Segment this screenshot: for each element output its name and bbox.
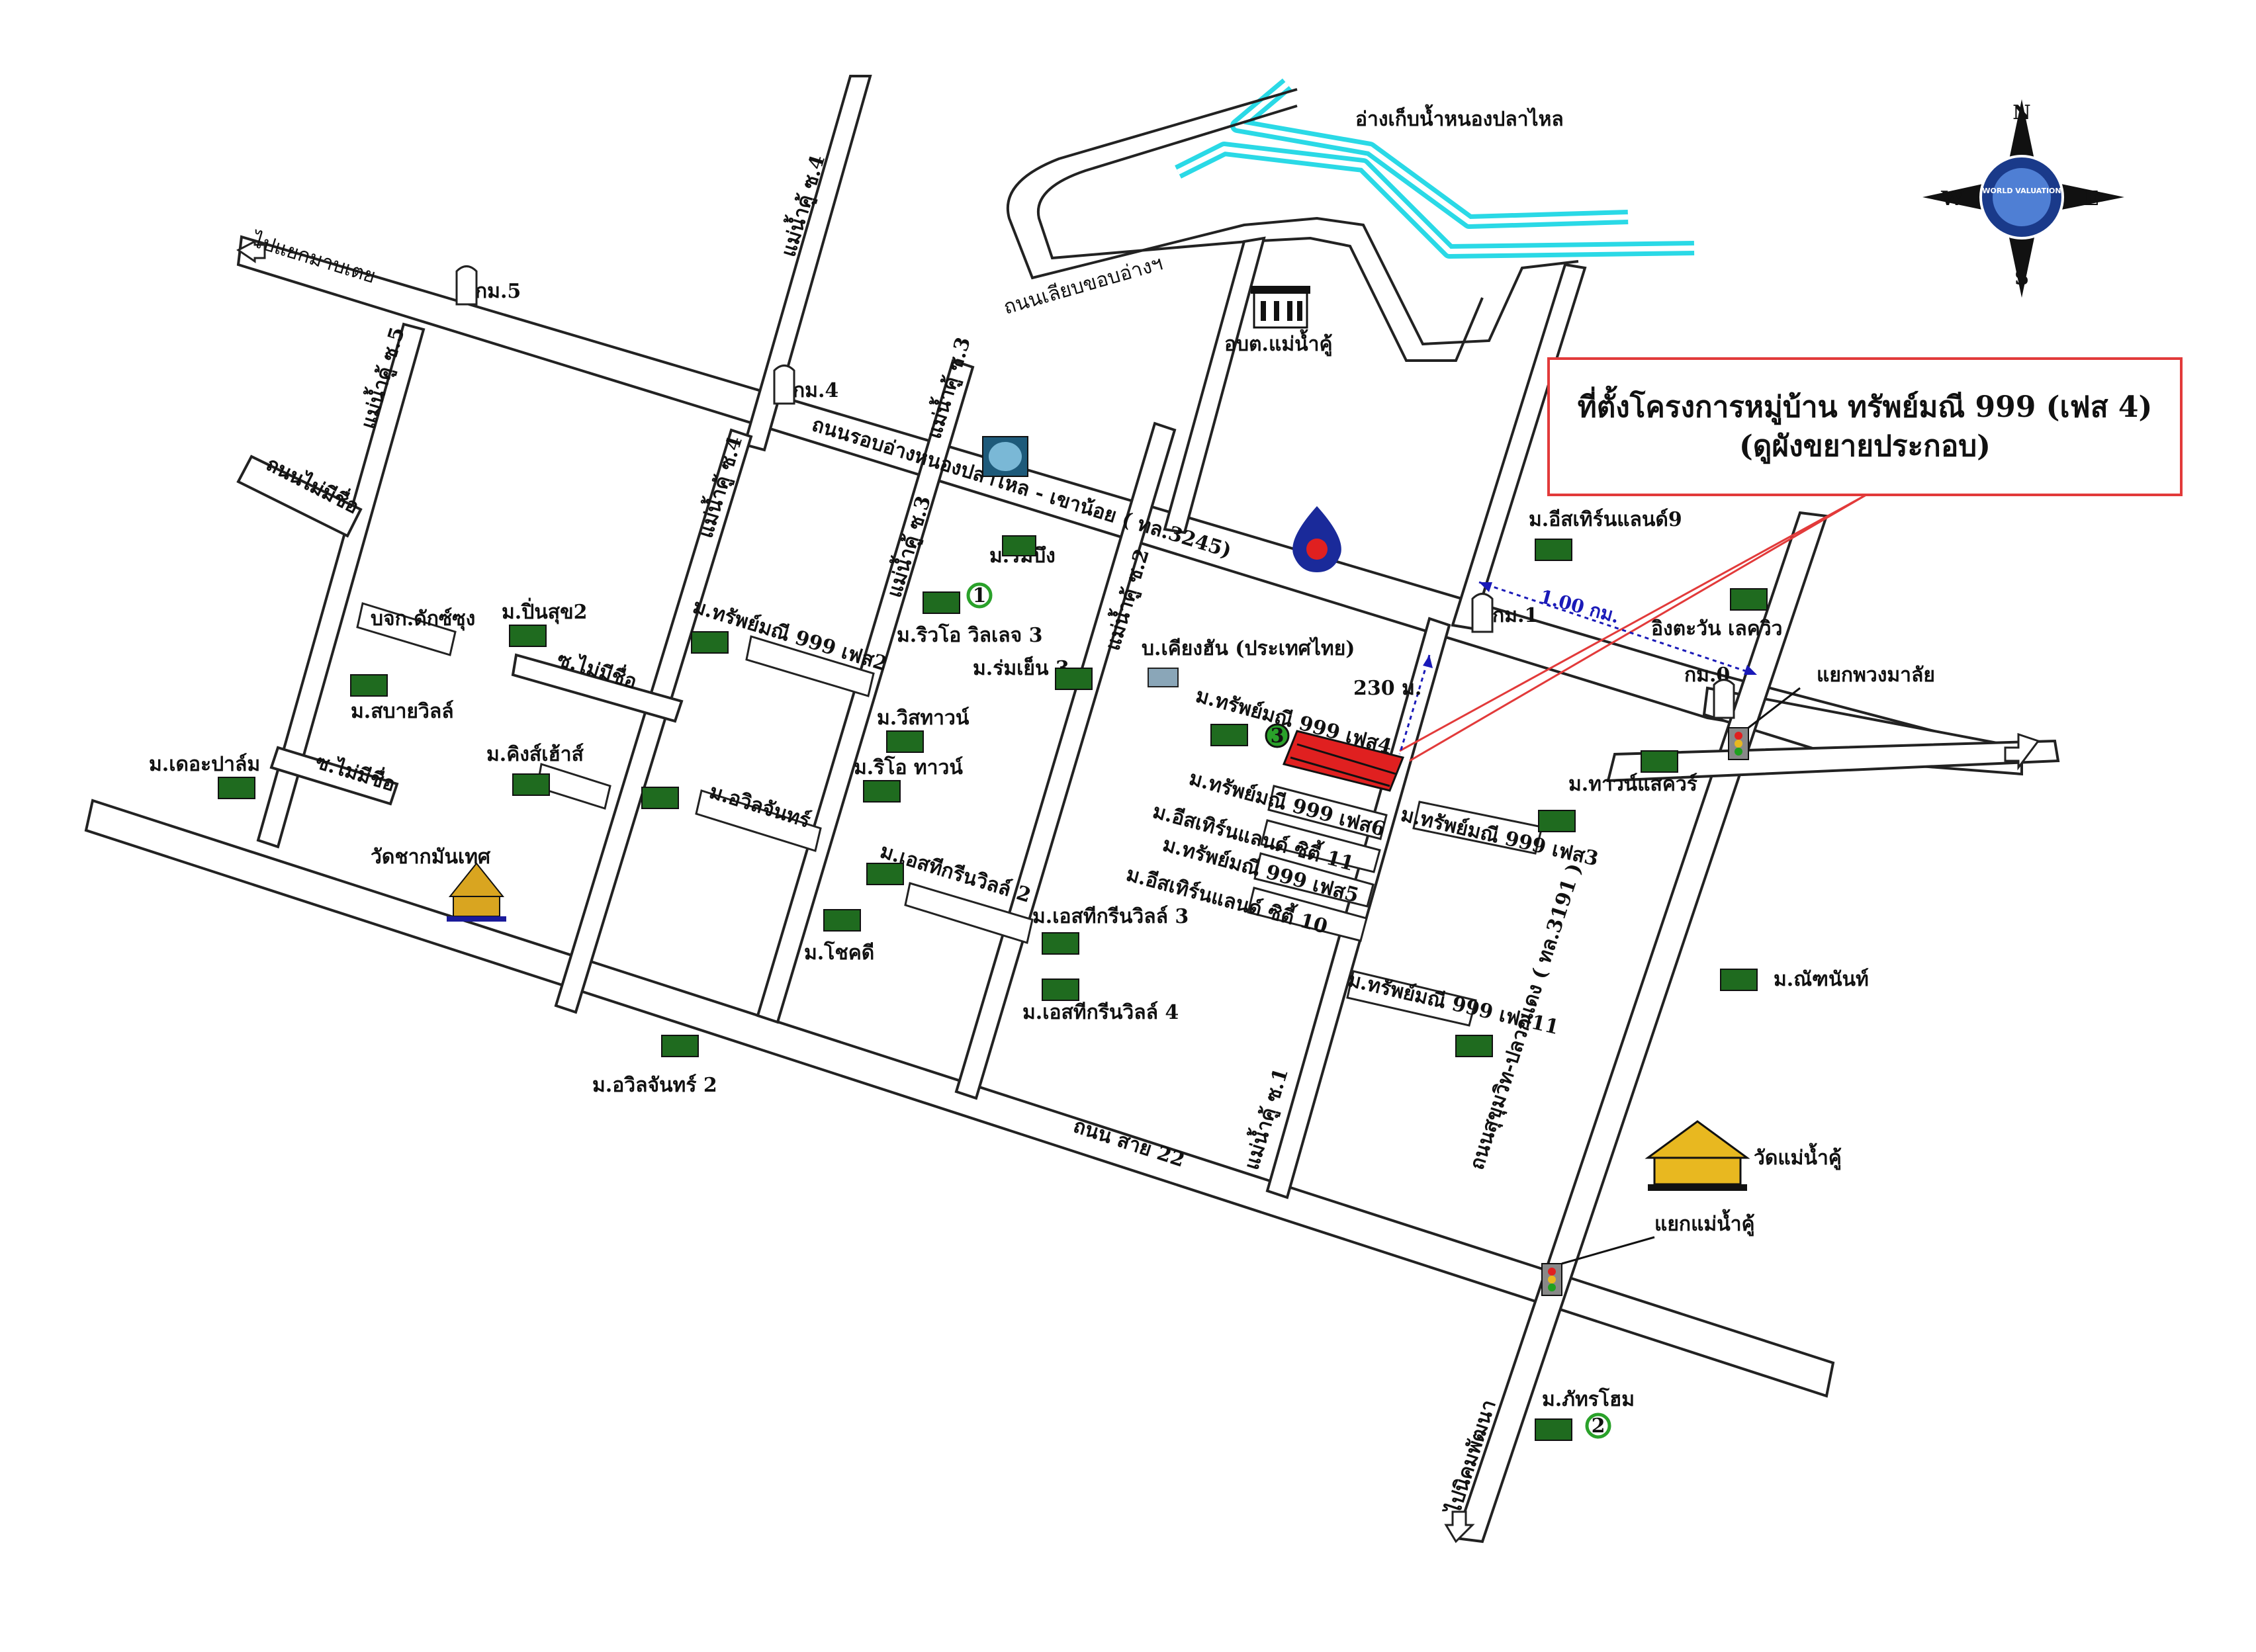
temple1-label: วัดชากมันเทศ	[371, 846, 491, 869]
soi-road	[1265, 617, 1451, 1199]
compass-w: W	[1940, 187, 1964, 210]
obt-label: อบต.แม่น้ำคู้	[1224, 329, 1333, 357]
temple-icon	[1645, 1120, 1750, 1191]
marker-1: 1	[966, 582, 993, 609]
village-sabai: ม.สบายวิลล์	[351, 700, 454, 723]
village-rom-yen: ม.ร่มเย็น 3	[973, 656, 1069, 680]
temple-icon	[447, 862, 506, 922]
village-pin-suk: ม.ปิ่นสุข2	[502, 597, 587, 625]
svg-text:3: 3	[1271, 724, 1285, 748]
soi-road	[743, 75, 872, 452]
gas-station-icon	[1292, 506, 1341, 572]
soi-road	[256, 322, 426, 849]
dist-1km-label: 1.00 กม.	[1537, 586, 1621, 628]
marker-3: 3	[1265, 723, 1290, 748]
arrow-west-icon	[236, 239, 266, 263]
dist-230m-label: 230 ม.	[1353, 677, 1421, 700]
soi-4-label: แม่น้ำคู้ ซ.4	[690, 433, 748, 541]
temple2-label: วัดแม่น้ำคู้	[1754, 1143, 1842, 1170]
road-22	[84, 799, 1835, 1398]
svg-text:2: 2	[1592, 1414, 1605, 1438]
soi-road	[1163, 236, 1266, 535]
village-wisa: ม.วิสทาวน์	[877, 707, 970, 730]
village-the-palm: ม.เดอะปาล์ม	[149, 753, 260, 776]
soi-road	[511, 653, 684, 723]
village-est3: ม.เอสทีกรีนวิลล์ 3	[1032, 905, 1189, 928]
km5-label: กม.5	[475, 280, 521, 303]
svg-text:1: 1	[973, 584, 987, 607]
junction2-label: แยกแม่น้ำคู้	[1654, 1209, 1755, 1237]
soi-road	[236, 455, 363, 538]
soi-road	[554, 428, 753, 1014]
km4-label: กม.4	[793, 379, 838, 402]
marker-2: 2	[1585, 1413, 1611, 1439]
soi-road	[1606, 739, 2060, 783]
village-kings: ม.คิงส์เฮ้าส์	[486, 743, 584, 766]
callout-subtitle: (ดูผังขยายประกอบ)	[1738, 429, 1991, 463]
distance-230m	[1398, 654, 1433, 755]
compass-rose-icon: N S W E WORLD VALUATION	[1922, 99, 2124, 298]
village-est4: ม.เอสทีกรีนวิลล์ 4	[1022, 1001, 1179, 1024]
junction1-label: แยกพวงมาลัย	[1817, 664, 1935, 687]
company-label: บ.เคียงฮัน (ประเทศไทย)	[1142, 636, 1355, 660]
compass-s: S	[2014, 267, 2029, 290]
compass-ring-text: WORLD VALUATION	[1982, 187, 2061, 195]
bokoro-label: บจก.ดักซ์ซุง	[371, 607, 475, 631]
reservoir-label: อ่างเก็บน้ำหนองปลาไหล	[1355, 104, 1564, 131]
arrow-south-icon	[1444, 1510, 1475, 1543]
factory-icon	[1148, 668, 1179, 687]
plot-boxes	[356, 602, 1543, 1027]
village-icon	[218, 535, 1768, 1441]
compass-e: E	[2084, 187, 2099, 210]
callout-pointer	[1399, 494, 1867, 762]
compass-n: N	[2012, 101, 2030, 124]
km-post-icon	[455, 265, 1735, 719]
arrow-east-icon	[2004, 732, 2040, 771]
reservoir-outline	[1175, 78, 1695, 259]
village-east9: ม.อีสเทิร์นแลนด์9	[1529, 508, 1682, 531]
village-awin2: ม.อวิลจันทร์ 2	[592, 1074, 717, 1097]
callout-title: ที่ตั้งโครงการหมู่บ้าน ทรัพย์มณี 999 (เฟ…	[1577, 390, 2153, 424]
village-ing: อิงตะวัน เลควิว	[1651, 617, 1782, 640]
building-icon	[1251, 286, 1310, 329]
village-town: ม.ทาวน์แสควร์	[1568, 773, 1697, 796]
village-rivo: ม.ริวโอ วิลเลจ 3	[897, 623, 1043, 647]
project-callout: ที่ตั้งโครงการหมู่บ้าน ทรัพย์มณี 999 (เฟ…	[1547, 357, 2183, 496]
village-phat: ม.ภัทรโฮม	[1542, 1387, 1635, 1411]
reservoir-road	[1006, 88, 1579, 362]
km1-label: กม.1	[1492, 604, 1538, 627]
project-site	[1282, 730, 1405, 792]
traffic-light-icon	[1541, 687, 1801, 1296]
distance-1km	[1478, 581, 1758, 676]
soi-road	[269, 746, 399, 806]
village-chokdee: ม.โชคดี	[804, 940, 874, 965]
village-rio: ม.ริโอ ทาวน์	[854, 755, 963, 779]
bank-logo-icon	[982, 436, 1028, 477]
village-nat: ม.ณัฑนันท์	[1774, 968, 1869, 991]
